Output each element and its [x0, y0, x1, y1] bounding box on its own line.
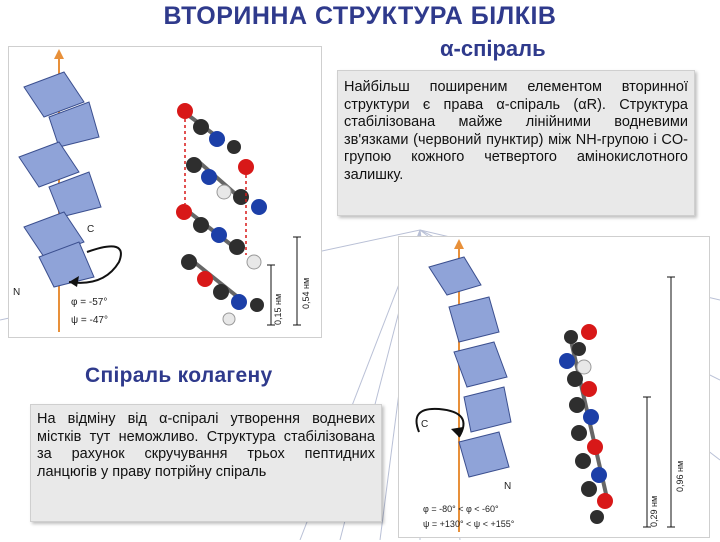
- peptide-planes: [18, 71, 102, 288]
- alpha-dim-large: 0,54 нм: [301, 278, 311, 309]
- alpha-helix-atoms: [176, 103, 267, 326]
- alpha-helix-figure: C N φ = -57° ψ = -47° 0,15 нм 0,54 нм: [8, 46, 322, 338]
- collagen-dim-small: 0,29 нм: [649, 496, 659, 527]
- collagen-helix-figure: C N φ = -80° < φ < -60° ψ = +130° < ψ < …: [398, 236, 710, 538]
- alpha-helix-description: Найбільш поширеним елементом вторинної с…: [337, 70, 695, 216]
- alpha-helix-diagram: C N φ = -57° ψ = -47° 0,15 нм 0,54 нм: [13, 49, 311, 332]
- page-title: ВТОРИННА СТРУКТУРА БІЛКІВ: [163, 2, 557, 30]
- alpha-label-c: C: [87, 224, 94, 235]
- alpha-label-n: N: [13, 287, 20, 298]
- collagen-helix-diagram: C N φ = -80° < φ < -60° ψ = +130° < ψ < …: [415, 239, 685, 532]
- collagen-helix-description: На відміну від α-спіралі утворення водне…: [30, 404, 382, 522]
- alpha-dim-small: 0,15 нм: [273, 294, 283, 325]
- collagen-label-n: N: [504, 481, 511, 492]
- collagen-peptide-planes: [428, 256, 512, 478]
- collagen-label-c: C: [421, 419, 428, 430]
- collagen-helix-heading: Спіраль колагену: [85, 364, 273, 387]
- alpha-psi-label: ψ = -47°: [71, 315, 108, 326]
- collagen-psi-label: ψ = +130° < ψ < +155°: [423, 519, 515, 529]
- alpha-helix-heading: α-спіраль: [440, 36, 546, 61]
- collagen-dim-large: 0,96 нм: [675, 461, 685, 492]
- collagen-atoms: [559, 324, 613, 524]
- alpha-phi-label: φ = -57°: [71, 297, 107, 308]
- collagen-phi-label: φ = -80° < φ < -60°: [423, 504, 499, 514]
